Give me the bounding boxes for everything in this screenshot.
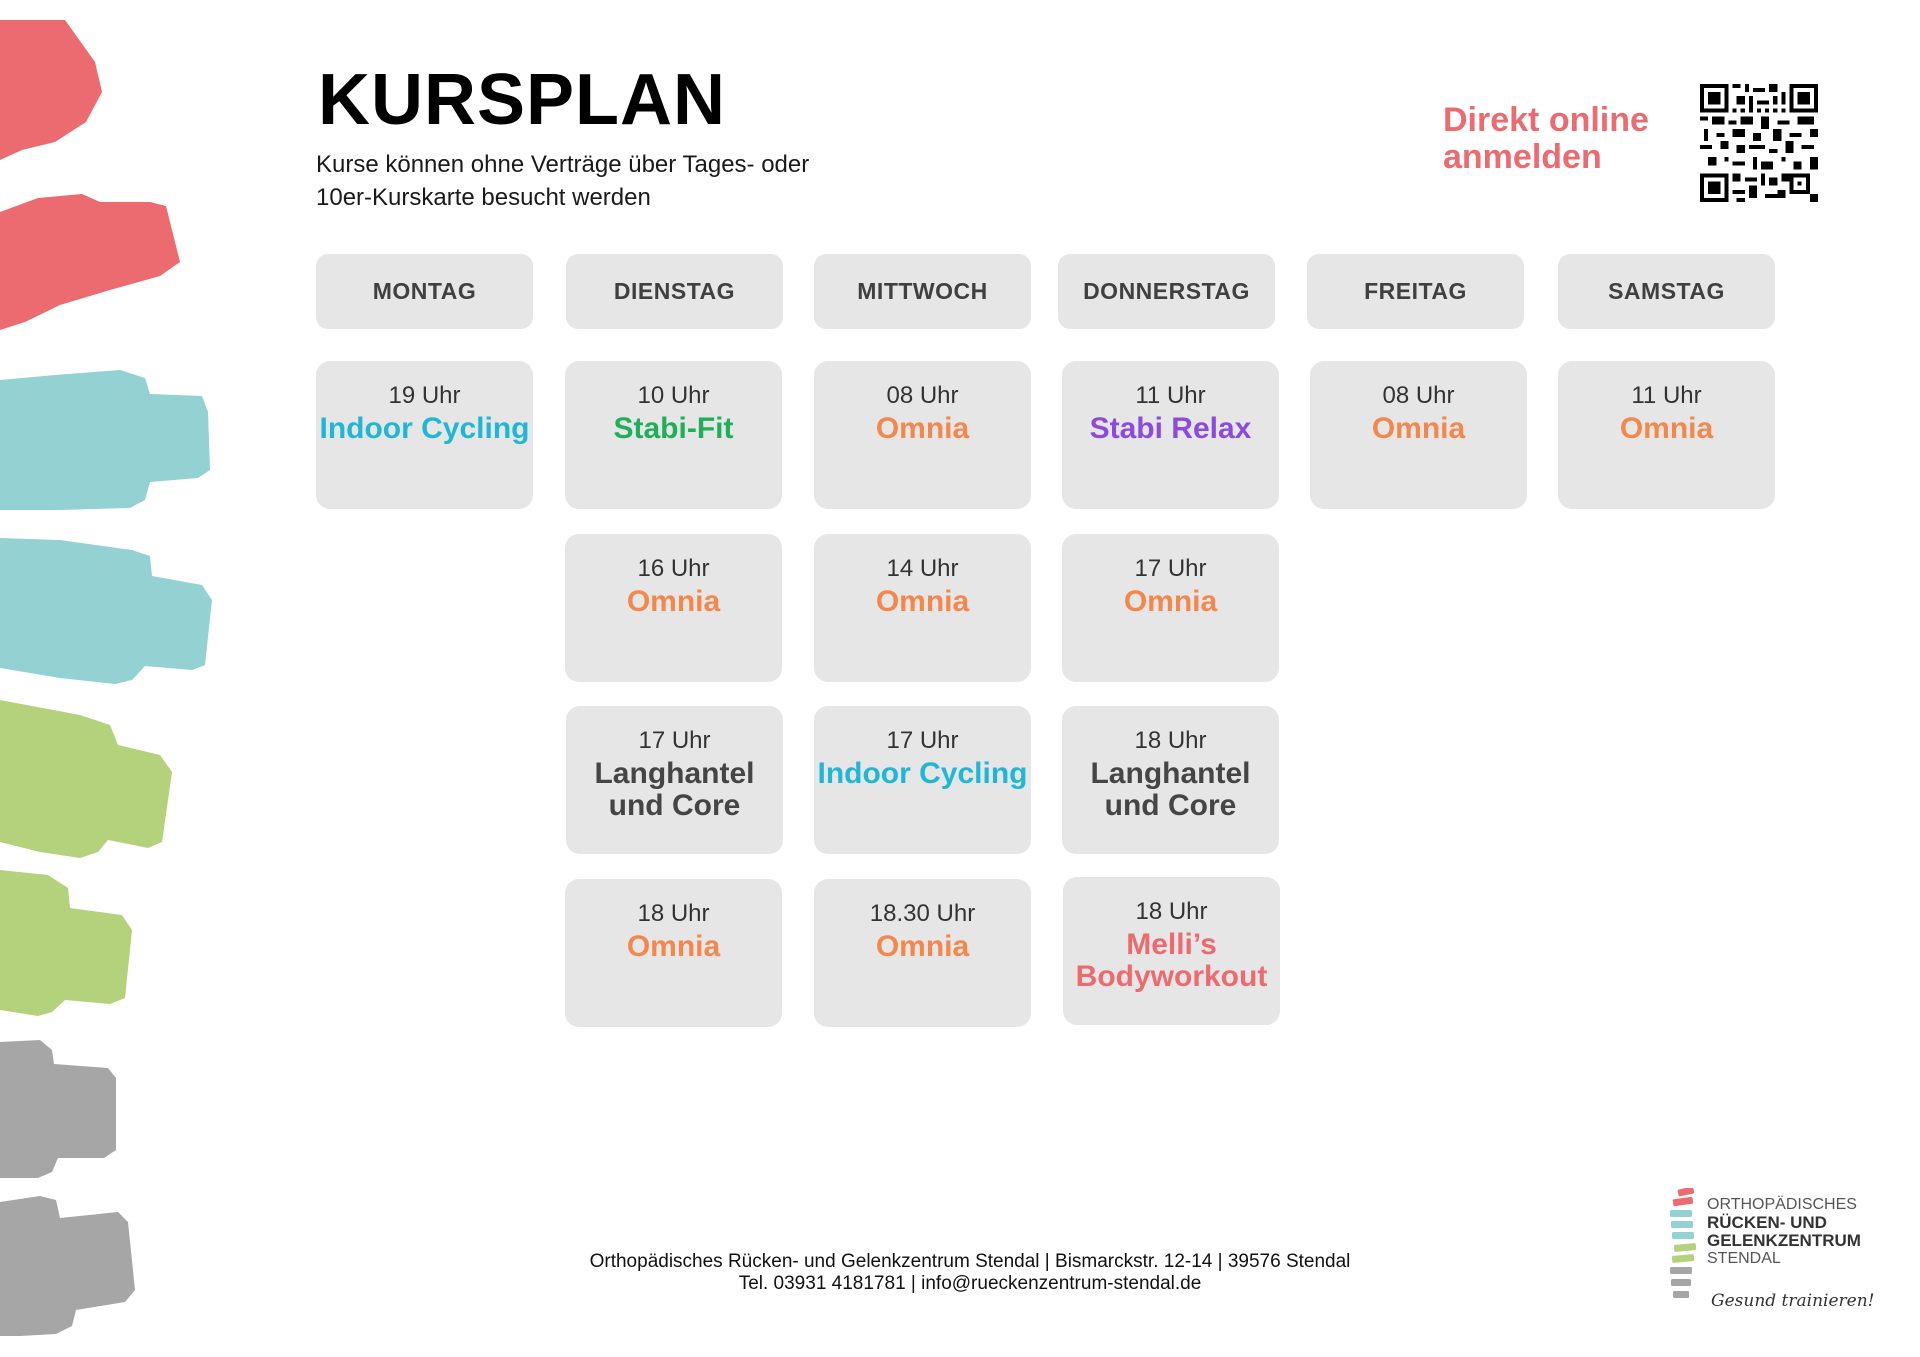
course-card: 08 Uhr Omnia xyxy=(1310,361,1527,509)
vertebra-cyan-2 xyxy=(0,538,212,684)
logo-line-2: RÜCKEN- UND xyxy=(1707,1213,1827,1232)
course-card: 17 Uhr Omnia xyxy=(1062,534,1279,682)
course-name: Indoor Cycling xyxy=(319,412,530,445)
course-time: 11 Uhr xyxy=(1631,382,1702,409)
course-card: 11 Uhr Omnia xyxy=(1558,361,1775,509)
course-name: Omnia xyxy=(626,930,721,963)
course-name: Omnia xyxy=(875,412,970,445)
footer-address: Orthopädisches Rücken- und Gelenkzentrum… xyxy=(440,1251,1500,1295)
course-time: 10 Uhr xyxy=(637,382,710,409)
day-header-montag: MONTAG xyxy=(316,254,533,329)
day-header-samstag: SAMSTAG xyxy=(1558,254,1775,329)
day-header-dienstag: DIENSTAG xyxy=(566,254,783,329)
course-time: 08 Uhr xyxy=(886,382,959,409)
course-time: 19 Uhr xyxy=(388,382,461,409)
page-title: KURSPLAN xyxy=(318,60,727,140)
course-name: Omnia xyxy=(1619,412,1714,445)
vertebra-cyan-1 xyxy=(0,370,210,510)
course-card: 18 Uhr Melli’s Bodyworkout xyxy=(1063,877,1280,1025)
course-card: 11 Uhr Stabi Relax xyxy=(1062,361,1279,509)
course-time: 17 Uhr xyxy=(1134,555,1207,582)
course-name: Stabi Relax xyxy=(1089,412,1252,445)
spine-logo-icon xyxy=(1670,1188,1697,1298)
online-signup-text[interactable]: Direkt online anmelden xyxy=(1443,101,1649,176)
course-name: Omnia xyxy=(1371,412,1466,445)
course-name: Omnia xyxy=(1123,585,1218,618)
logo-line-4: STENDAL xyxy=(1707,1250,1781,1267)
course-time: 16 Uhr xyxy=(637,555,710,582)
course-time: 18 Uhr xyxy=(1135,898,1208,925)
logo-slogan: Gesund trainieren! xyxy=(1711,1291,1875,1311)
logo-line-3: GELENKZENTRUM xyxy=(1707,1231,1861,1250)
vertebra-red-2 xyxy=(0,194,180,330)
course-name: Langhantel und Core xyxy=(594,757,755,822)
vertebra-gray-1 xyxy=(0,1040,116,1178)
course-name: Melli’s Bodyworkout xyxy=(1075,928,1268,993)
course-card: 16 Uhr Omnia xyxy=(565,534,782,682)
course-name: Langhantel und Core xyxy=(1090,757,1251,822)
course-name: Omnia xyxy=(875,930,970,963)
course-name: Indoor Cycling xyxy=(817,757,1028,790)
course-card: 17 Uhr Langhantel und Core xyxy=(566,706,783,854)
footer-contact-line[interactable]: Tel. 03931 4181781 | info@rueckenzentrum… xyxy=(738,1273,1202,1294)
course-card: 17 Uhr Indoor Cycling xyxy=(814,706,1031,854)
course-time: 18 Uhr xyxy=(637,900,710,927)
course-time: 18 Uhr xyxy=(1134,727,1207,754)
course-card: 08 Uhr Omnia xyxy=(814,361,1031,509)
course-time: 14 Uhr xyxy=(886,555,959,582)
course-time: 08 Uhr xyxy=(1382,382,1455,409)
course-name: Omnia xyxy=(875,585,970,618)
day-header-donnerstag: DONNERSTAG xyxy=(1058,254,1275,329)
vertebra-green-2 xyxy=(0,870,132,1016)
course-card: 18 Uhr Langhantel und Core xyxy=(1062,706,1279,854)
course-time: 17 Uhr xyxy=(886,727,959,754)
footer-address-line: Orthopädisches Rücken- und Gelenkzentrum… xyxy=(589,1251,1351,1272)
page-subtitle: Kurse können ohne Verträge über Tages- o… xyxy=(316,151,810,211)
course-time: 18.30 Uhr xyxy=(869,900,976,927)
logo-line-1: ORTHOPÄDISCHES xyxy=(1707,1196,1857,1213)
course-card: 18.30 Uhr Omnia xyxy=(814,879,1031,1027)
course-time: 11 Uhr xyxy=(1135,382,1206,409)
course-card: 19 Uhr Indoor Cycling xyxy=(316,361,533,509)
logo-wordmark: ORTHOPÄDISCHES RÜCKEN- UND GELENKZENTRUM… xyxy=(1707,1196,1875,1310)
vertebra-red-1 xyxy=(0,20,102,160)
spine-graphic xyxy=(0,20,212,1336)
course-time: 17 Uhr xyxy=(638,727,711,754)
vertebra-green-1 xyxy=(0,700,172,858)
course-name: Stabi-Fit xyxy=(613,412,734,445)
vertebra-gray-2 xyxy=(0,1196,135,1336)
course-card: 10 Uhr Stabi-Fit xyxy=(565,361,782,509)
qr-code-icon[interactable] xyxy=(1700,84,1818,202)
course-name: Omnia xyxy=(626,585,721,618)
course-card: 18 Uhr Omnia xyxy=(565,879,782,1027)
day-header-mittwoch: MITTWOCH xyxy=(814,254,1031,329)
day-header-freitag: FREITAG xyxy=(1307,254,1524,329)
course-card: 14 Uhr Omnia xyxy=(814,534,1031,682)
